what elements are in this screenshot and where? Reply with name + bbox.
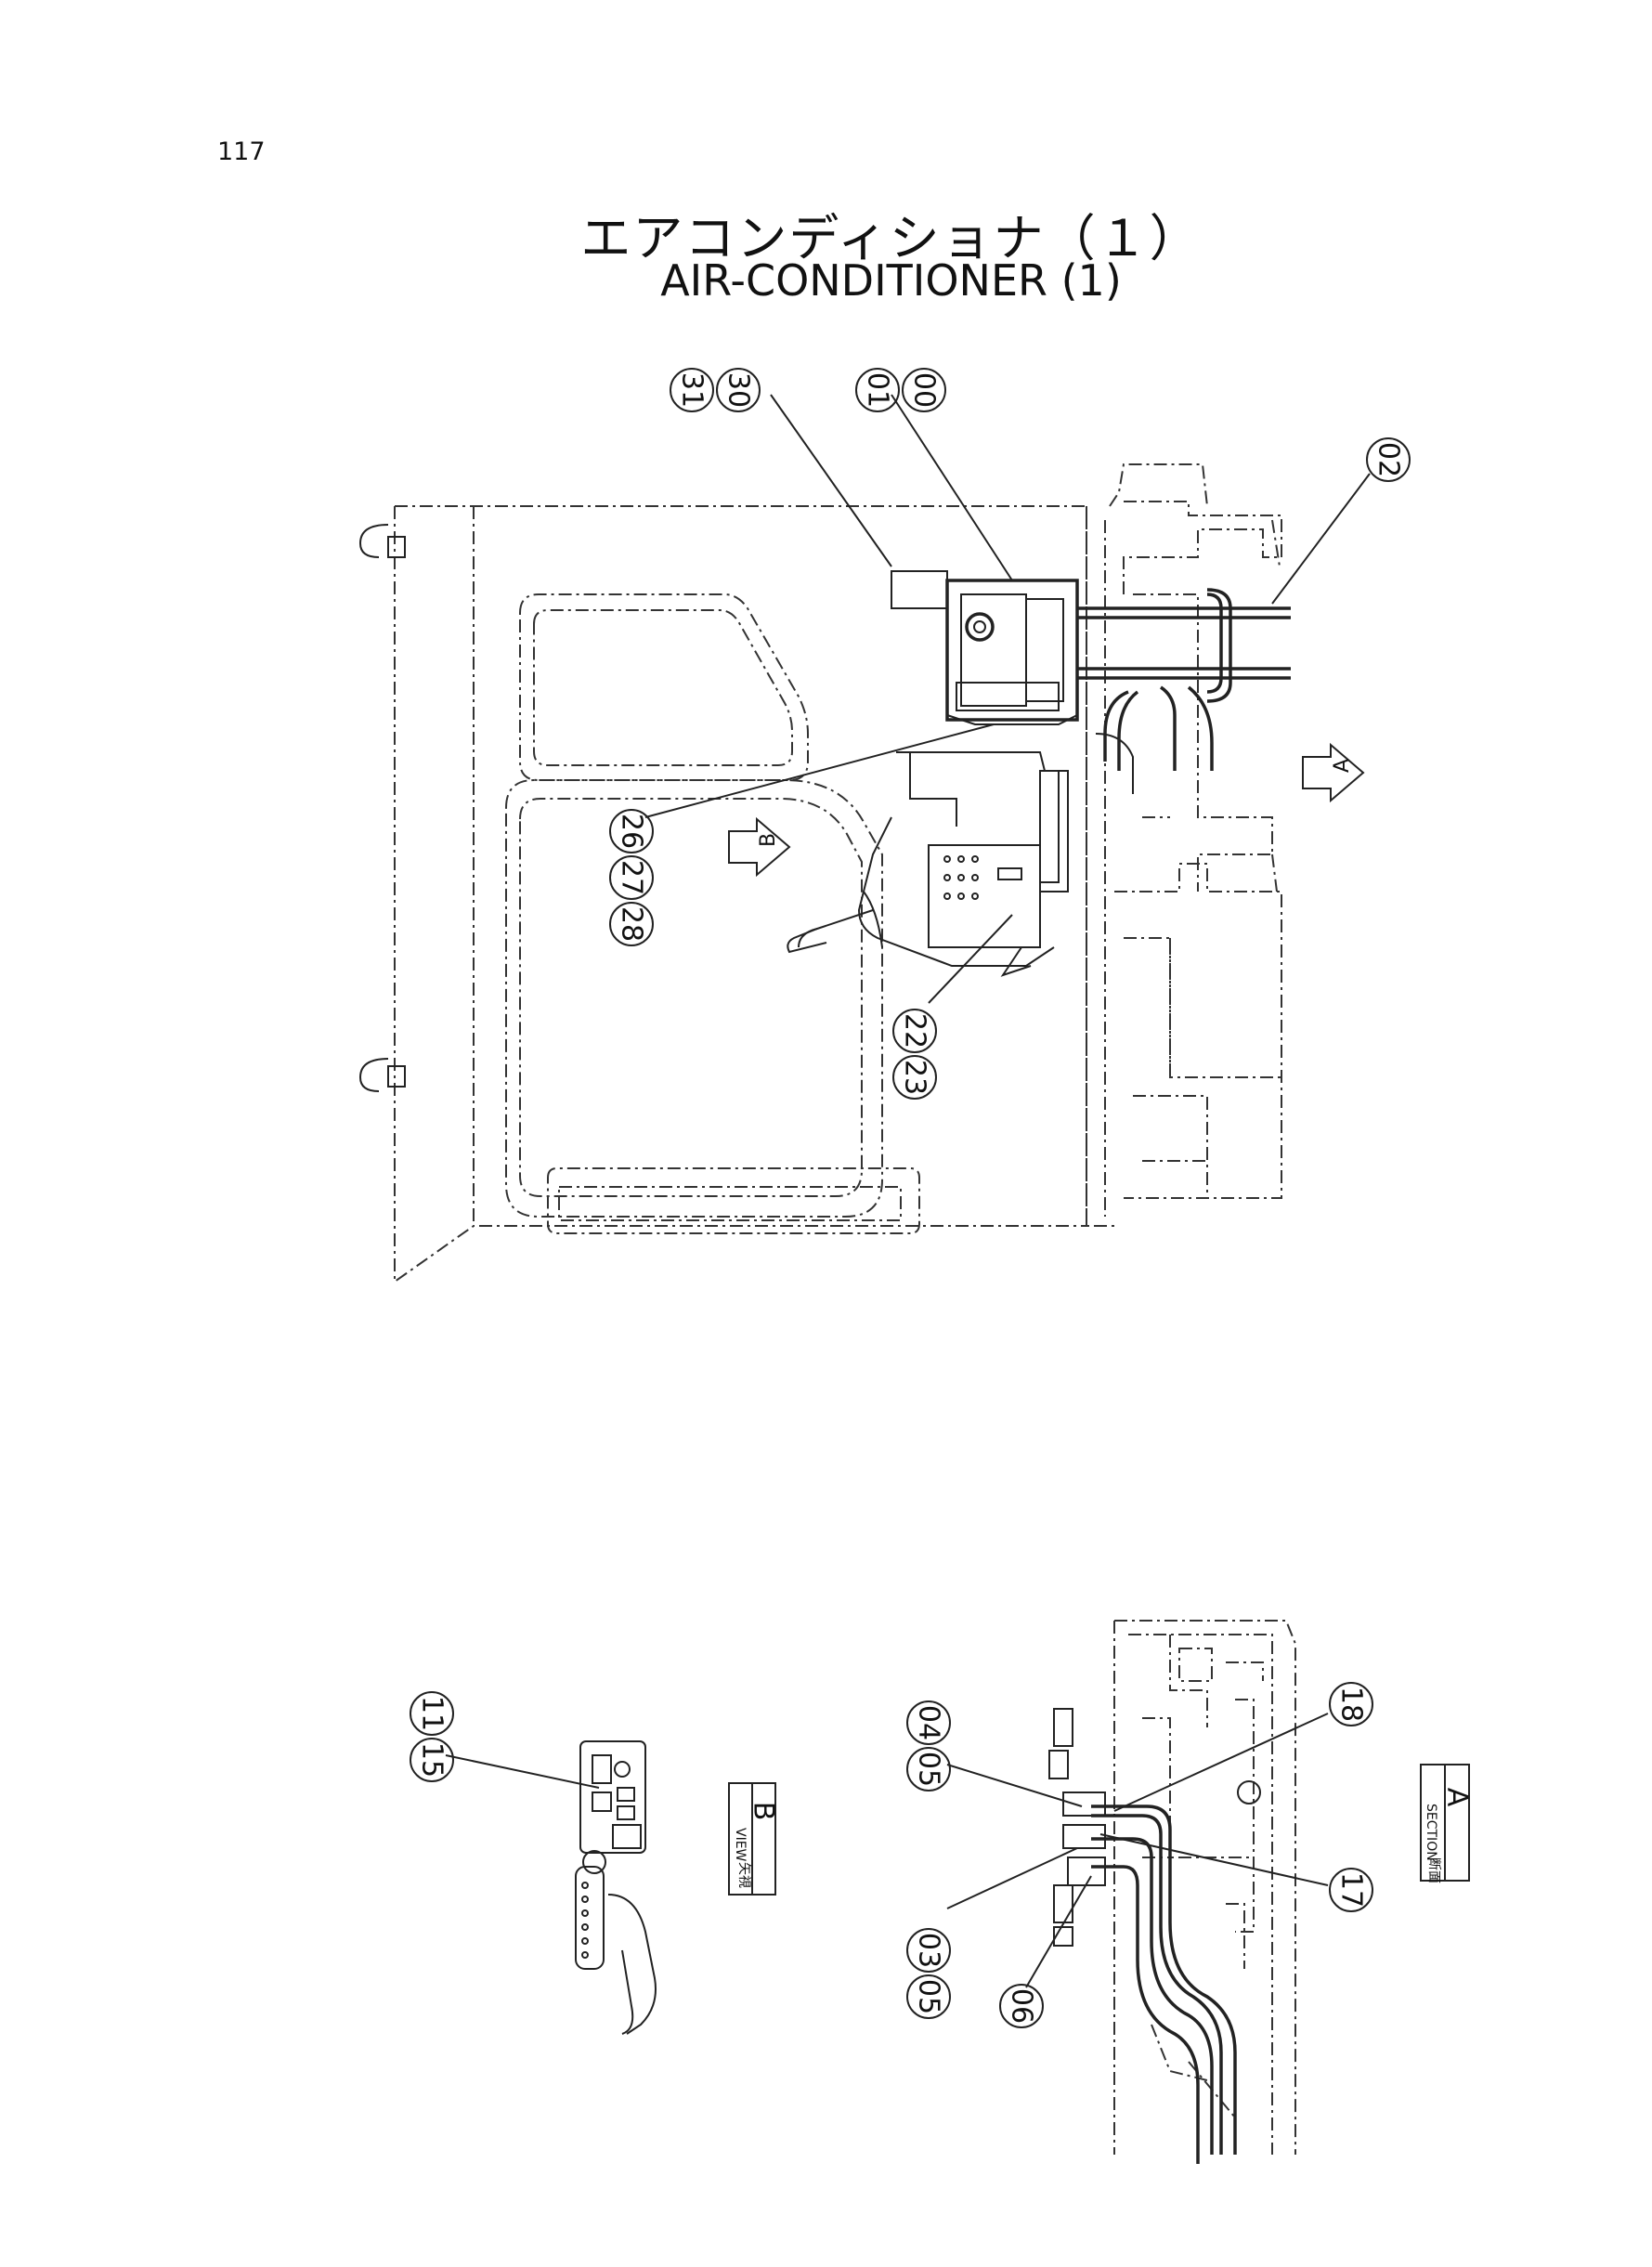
callout-18: 18: [1335, 1687, 1368, 1722]
section-a-label-box: 断面 SECTION A: [1420, 1764, 1474, 1883]
callout-26: 26: [616, 814, 648, 849]
section-a-en-label: SECTION: [1424, 1804, 1438, 1861]
callout-group-06: 06: [999, 1984, 1044, 2028]
callout-group-02: 02: [1366, 437, 1411, 482]
page-title-english: AIR-CONDITIONER (1): [660, 255, 1122, 306]
air-conditioner-unit: [891, 570, 1079, 725]
operator-console: [787, 751, 1069, 977]
callout-group-30-31: 31 30: [670, 368, 761, 412]
callout-group-22-23: 22 23: [892, 1009, 937, 1100]
callout-group-04-05: 04 05: [906, 1700, 951, 1791]
callout-04: 04: [913, 1705, 945, 1740]
view-a-arrow-label: A: [1331, 759, 1354, 773]
cab-side-view: A B: [358, 394, 1371, 1283]
callout-group-00-01: 01 00: [855, 368, 946, 412]
right-frame: [1086, 463, 1282, 1227]
hinge-top: [358, 524, 406, 558]
view-b-arrow-label: B: [757, 833, 780, 847]
callout-00: 00: [908, 372, 941, 408]
view-b-label-box: 矢視 VIEW B: [728, 1782, 780, 1896]
callout-06: 06: [1006, 1988, 1038, 2024]
callout-group-05-03: 03 05: [906, 1928, 951, 2019]
callout-01: 01: [862, 372, 894, 408]
callout-31: 31: [676, 372, 709, 408]
view-a-arrow: A: [1302, 742, 1365, 803]
callout-group-18: 18: [1329, 1682, 1373, 1726]
section-a-pipe-routing: [946, 1620, 1329, 2164]
callout-02: 02: [1372, 442, 1405, 477]
callout-group-26-27-28: 26 27 28: [609, 809, 654, 946]
callout-05-lower: 05: [913, 1979, 945, 2014]
callout-22: 22: [899, 1013, 931, 1049]
callout-group-11-15: 11 15: [410, 1691, 454, 1782]
callout-group-17: 17: [1329, 1868, 1373, 1912]
hinge-bottom: [358, 1058, 406, 1092]
view-b-letter: B: [748, 1802, 780, 1821]
callout-28: 28: [616, 906, 648, 942]
page-title-japanese: エアコンディショナ（１）: [580, 209, 1202, 267]
callout-11: 11: [416, 1696, 449, 1731]
page-number: 117: [217, 137, 266, 166]
view-b-arrow: B: [728, 816, 791, 878]
view-b-jp-label: 矢視: [736, 1862, 751, 1888]
callout-23: 23: [899, 1060, 931, 1095]
refrigerant-pipes: [1077, 588, 1291, 794]
callout-05-upper: 05: [913, 1752, 945, 1787]
callout-30: 30: [722, 372, 755, 408]
callout-03: 03: [913, 1933, 945, 1968]
section-a-letter: A: [1441, 1788, 1474, 1807]
view-b-controller-detail: [445, 1740, 657, 2035]
callout-17: 17: [1335, 1872, 1368, 1908]
section-a-jp-label: 断面: [1426, 1857, 1441, 1883]
callout-15: 15: [416, 1742, 449, 1778]
callout-27: 27: [616, 860, 648, 895]
view-b-en-label: VIEW: [733, 1828, 748, 1862]
